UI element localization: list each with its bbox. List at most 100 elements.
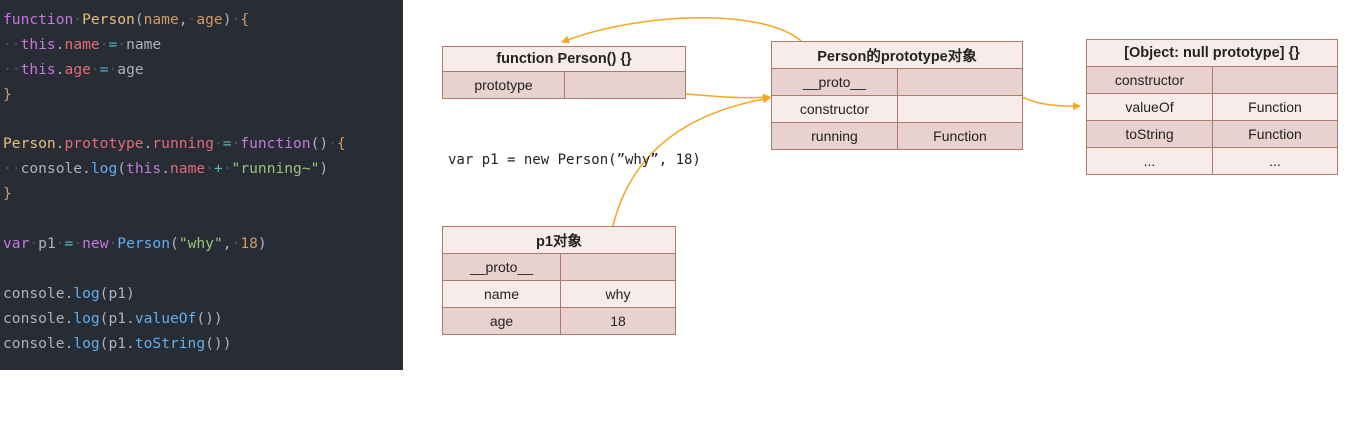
table-cell: Function [897,122,1023,150]
code-token: console [3,284,65,302]
code-token: age [64,60,91,78]
code-token: ( [99,284,109,302]
code-token: console [3,334,65,352]
code-line [0,207,403,232]
table-cell: Function [1212,93,1338,121]
person-prototype-table: Person的prototype对象 __proto__ constructor… [771,41,1023,150]
code-token: ·· [3,160,21,178]
code-token: , [222,235,232,253]
code-token: · [231,135,241,153]
code-token: new [82,235,109,253]
code-line: } [0,182,403,207]
code-line: console.log(p1.valueOf()) [0,307,403,332]
code-token: this [20,60,56,78]
code-token: Person [3,135,56,153]
table-title: [Object: null prototype] {} [1086,39,1338,67]
code-token: = [99,60,109,78]
code-token: . [161,160,170,178]
table-cell [560,253,676,281]
code-token: ( [99,334,109,352]
code-token: = [222,135,232,153]
code-token: ()) [196,309,223,327]
code-token: ()) [205,334,232,352]
table-cell: __proto__ [771,68,898,96]
table-cell: ... [1212,147,1338,175]
code-editor: function·Person(name,·age)·{··this.name·… [0,0,403,370]
table-title: function Person() {} [442,46,686,72]
code-token: · [90,60,100,78]
code-token: . [55,35,65,53]
code-token: . [55,60,65,78]
code-token: · [108,235,118,253]
code-token: age [196,11,223,28]
code-token: "running~" [231,160,320,178]
code-token: function [240,135,311,153]
table-cell: age [442,307,561,335]
table-cell: constructor [1086,66,1213,94]
null-prototype-table: [Object: null prototype] {} constructor … [1086,39,1338,175]
code-token: . [64,334,74,352]
table-cell: toString [1086,120,1213,148]
table-title: p1对象 [442,226,676,254]
code-token: "why" [178,235,223,253]
code-token: · [222,160,232,178]
code-token: console [20,160,83,178]
code-token: · [108,60,118,78]
code-token: · [29,235,39,253]
code-token: name [64,35,100,53]
code-token: p1 [38,235,56,253]
code-token: · [73,235,83,253]
code-token: ( [170,235,179,253]
code-token: · [99,35,109,53]
code-token: , [178,11,188,28]
code-token: . [126,334,135,352]
code-token: · [73,11,83,28]
code-token: name [126,35,162,53]
code-token: . [64,309,74,327]
code-token: running [152,135,214,153]
table-cell [564,71,686,99]
person-function-table: function Person() {} prototype [442,46,686,99]
code-token: · [117,35,127,53]
code-token: 18 [240,235,258,253]
code-token: = [64,235,74,253]
code-token: } [3,185,12,203]
code-token: () [310,135,329,153]
code-line: console.log(p1) [0,282,403,307]
code-token: = [108,35,118,53]
code-token: ) [257,235,267,253]
code-token: log [73,334,100,352]
code-token: ) [222,11,232,28]
code-token: ( [117,160,127,178]
code-line: var·p1·=·new·Person("why",·18) [0,232,403,257]
code-token: . [55,135,65,153]
code-token: console [3,309,65,327]
p1-object-table: p1对象 __proto__ name why age 18 [442,226,676,335]
code-token: toString [134,334,206,352]
code-token: + [213,160,223,178]
instantiation-caption: var p1 = new Person(”why”, 18) [448,152,701,168]
table-cell: ... [1086,147,1213,175]
code-token: p1 [108,334,127,352]
code-token: ( [134,11,144,28]
code-token: p1 [108,284,127,302]
code-token: · [205,160,214,178]
table-cell: 18 [560,307,676,335]
code-token: ) [319,160,329,178]
table-cell: Function [1212,120,1338,148]
table-cell: running [771,122,898,150]
table-cell [897,68,1023,96]
code-line: } [0,83,403,108]
code-line: Person.prototype.running·=·function()·{ [0,132,403,157]
code-token: log [90,160,118,178]
code-token: this [20,35,56,53]
code-token: { [336,135,346,153]
code-token: ( [99,309,109,327]
code-token: · [213,135,223,153]
table-cell: constructor [771,95,898,123]
code-token: name [143,11,179,28]
code-token: function [3,11,74,28]
code-line: ··console.log(this.name·+·"running~") [0,157,403,182]
code-line: ··this.name·=·name [0,33,403,58]
code-token: ·· [3,60,21,78]
